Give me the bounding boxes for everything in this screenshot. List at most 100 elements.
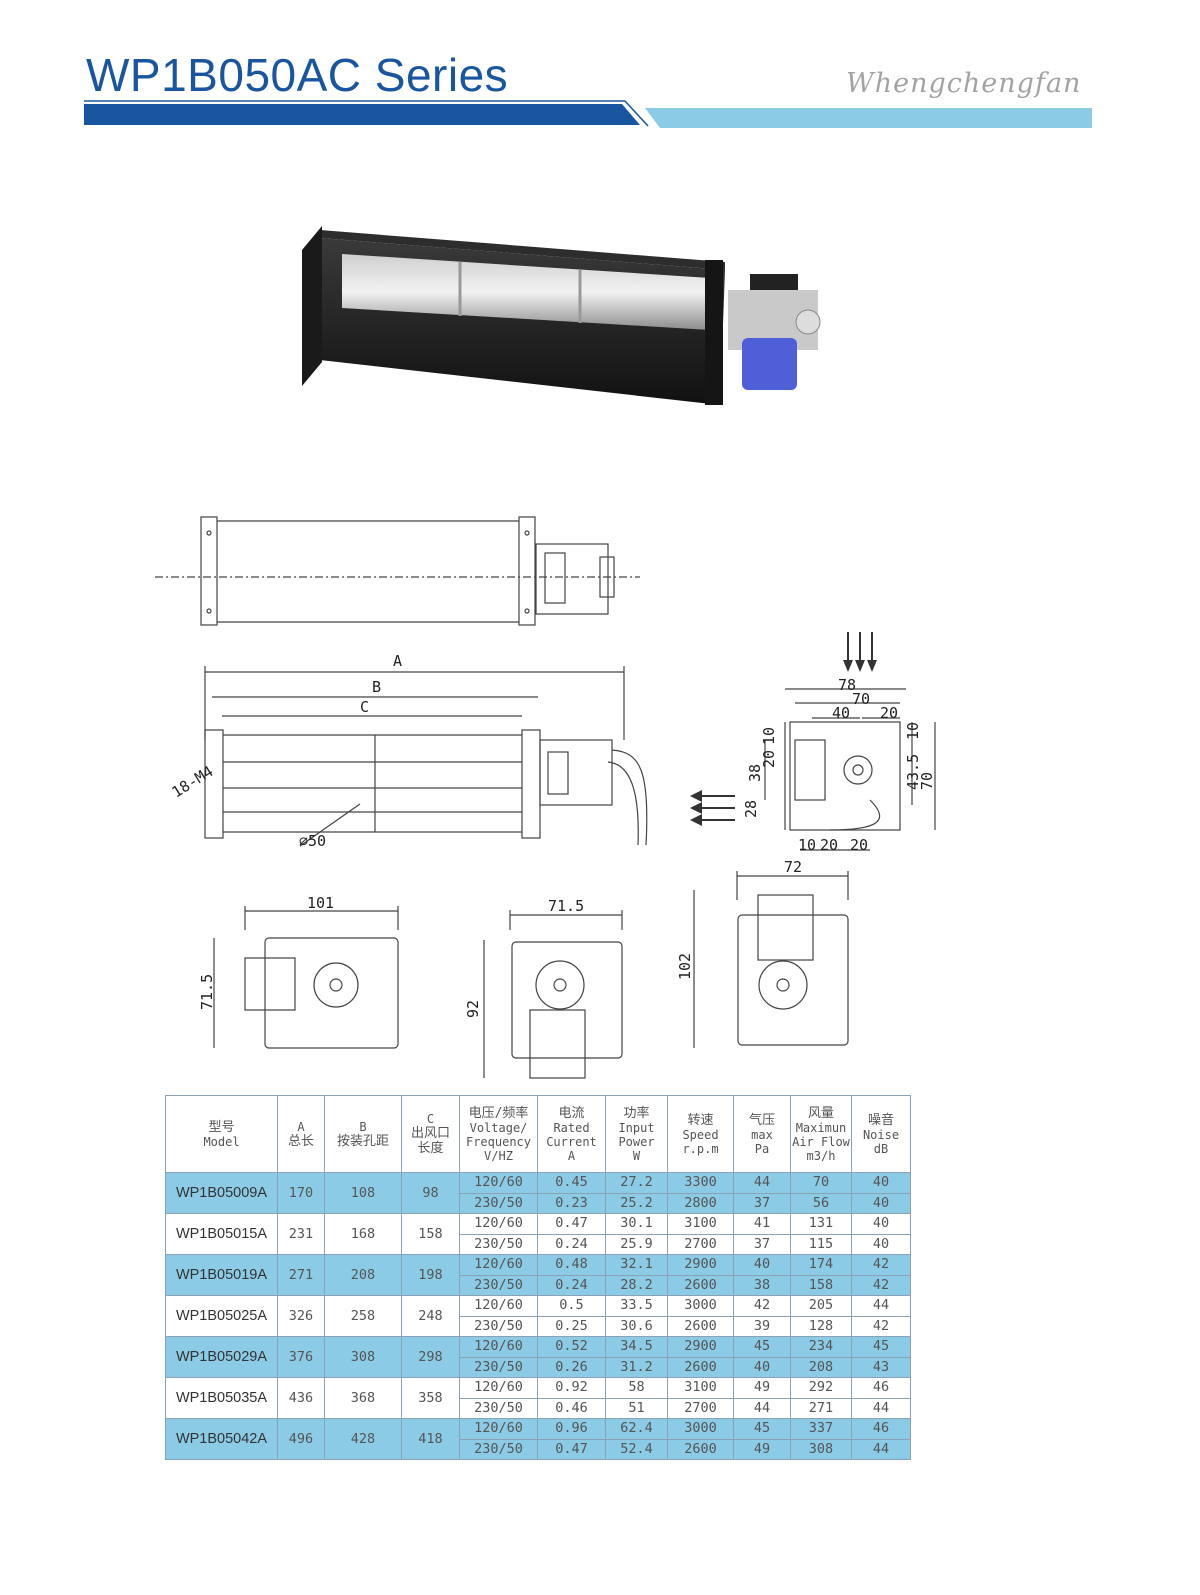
cell-hole-distance-b: 108	[324, 1172, 402, 1214]
product-photo	[302, 226, 821, 405]
cell-power: 30.6	[605, 1315, 668, 1337]
cell-airflow: 271	[790, 1397, 852, 1419]
cell-pressure: 37	[733, 1233, 791, 1255]
cell-outlet-length-c: 418	[401, 1418, 460, 1460]
cell-length-a: 271	[277, 1254, 325, 1296]
holes-label: 18-M4	[169, 762, 217, 801]
cell-pressure: 44	[733, 1172, 791, 1194]
diameter-label: ⌀50	[299, 832, 326, 850]
dim-10-left-label: 10	[760, 727, 778, 745]
cell-length-a: 326	[277, 1295, 325, 1337]
dim-20-top-label: 20	[880, 704, 898, 722]
cell-airflow: 158	[790, 1274, 852, 1296]
cell-pressure: 39	[733, 1315, 791, 1337]
dim-70-label: 70	[852, 690, 870, 708]
cell-power: 52.4	[605, 1438, 668, 1460]
dim-20-bottom-a-label: 20	[820, 836, 838, 854]
cell-speed: 2600	[667, 1315, 734, 1337]
dim-10-right-label: 10	[904, 722, 922, 740]
cell-noise: 40	[851, 1172, 911, 1194]
end-plate-left	[302, 226, 322, 386]
dim-43-5-label: 43.5	[904, 754, 922, 790]
cell-voltage: 230/50	[459, 1192, 538, 1214]
cell-voltage: 120/60	[459, 1377, 538, 1399]
cell-noise: 43	[851, 1356, 911, 1378]
dim-b-label: B	[372, 678, 381, 696]
cell-power: 34.5	[605, 1336, 668, 1358]
cell-outlet-length-c: 358	[401, 1377, 460, 1419]
cell-airflow: 70	[790, 1172, 852, 1194]
dim-70-right-label: 70	[918, 772, 936, 790]
cell-power: 33.5	[605, 1295, 668, 1317]
cell-airflow: 337	[790, 1418, 852, 1440]
cell-model: WP1B05009A	[165, 1172, 278, 1214]
cell-power: 32.1	[605, 1254, 668, 1276]
dim-20-bottom-b-label: 20	[850, 836, 868, 854]
cell-pressure: 38	[733, 1274, 791, 1296]
cell-model: WP1B05042A	[165, 1418, 278, 1460]
motor-view-1-drawing: 101 71.5	[198, 894, 399, 1049]
cell-power: 30.1	[605, 1213, 668, 1235]
cell-airflow: 308	[790, 1438, 852, 1460]
dim-78-label: 78	[838, 676, 856, 694]
cell-voltage: 120/60	[459, 1254, 538, 1276]
cell-noise: 46	[851, 1377, 911, 1399]
cell-model: WP1B05035A	[165, 1377, 278, 1419]
cell-pressure: 41	[733, 1213, 791, 1235]
cell-current: 0.48	[537, 1254, 606, 1276]
cell-outlet-length-c: 198	[401, 1254, 460, 1296]
dim-28-label: 28	[742, 800, 760, 818]
header-band	[84, 100, 1092, 128]
cell-outlet-length-c: 298	[401, 1336, 460, 1378]
cell-current: 0.25	[537, 1315, 606, 1337]
cell-current: 0.23	[537, 1192, 606, 1214]
cell-voltage: 230/50	[459, 1274, 538, 1296]
cell-noise: 44	[851, 1438, 911, 1460]
cell-airflow: 56	[790, 1192, 852, 1214]
cell-voltage: 120/60	[459, 1213, 538, 1235]
cell-speed: 3100	[667, 1213, 734, 1235]
cell-speed: 2600	[667, 1356, 734, 1378]
cell-airflow: 131	[790, 1213, 852, 1235]
cell-speed: 3000	[667, 1418, 734, 1440]
cell-speed: 2700	[667, 1397, 734, 1419]
cell-voltage: 230/50	[459, 1315, 538, 1337]
motor-coil	[742, 338, 797, 390]
cell-hole-distance-b: 258	[324, 1295, 402, 1337]
cell-airflow: 208	[790, 1356, 852, 1378]
dim-101-label: 101	[307, 894, 334, 912]
cell-noise: 42	[851, 1254, 911, 1276]
cell-noise: 40	[851, 1213, 911, 1235]
cell-speed: 2800	[667, 1192, 734, 1214]
cell-power: 31.2	[605, 1356, 668, 1378]
cell-current: 0.52	[537, 1336, 606, 1358]
cell-length-a: 376	[277, 1336, 325, 1378]
cell-hole-distance-b: 368	[324, 1377, 402, 1419]
cell-voltage: 230/50	[459, 1438, 538, 1460]
dim-92-label: 92	[464, 1000, 482, 1018]
cell-hole-distance-b: 168	[324, 1213, 402, 1255]
cell-noise: 44	[851, 1397, 911, 1419]
end-plate-right	[705, 260, 723, 405]
cell-voltage: 120/60	[459, 1336, 538, 1358]
header-dark-band	[84, 104, 640, 125]
dim-a-label: A	[393, 652, 402, 670]
dim-72-label: 72	[784, 858, 802, 876]
cell-voltage: 230/50	[459, 1356, 538, 1378]
cell-power: 25.2	[605, 1192, 668, 1214]
